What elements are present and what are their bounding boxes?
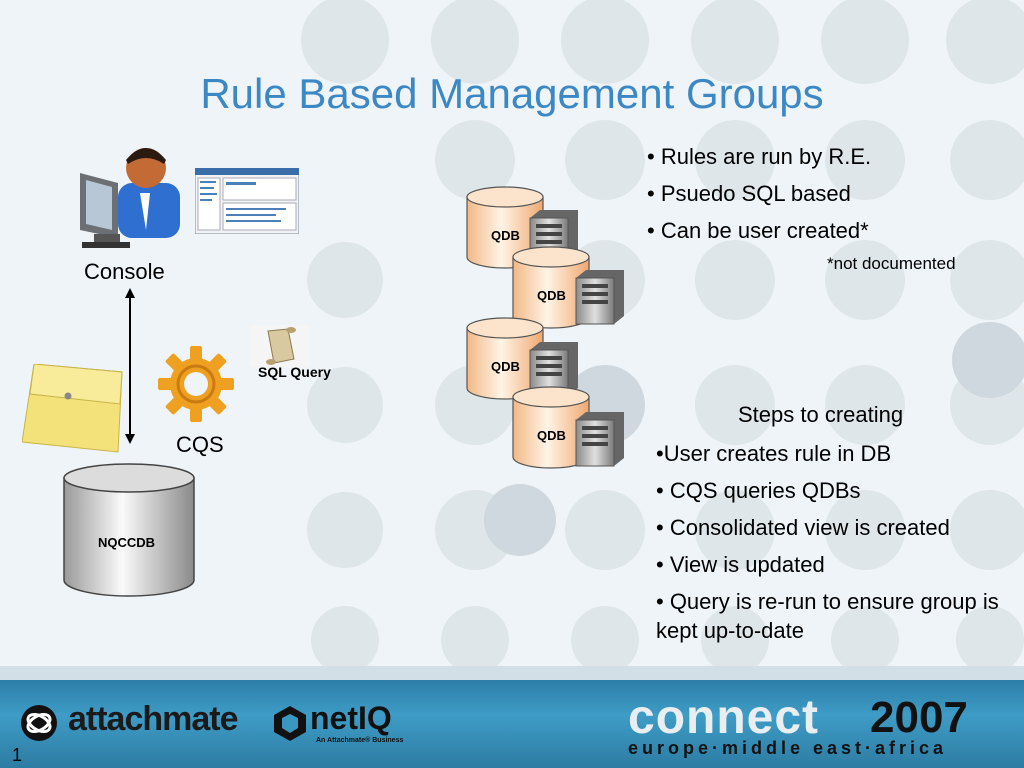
- nqccdb-database: [63, 463, 195, 597]
- cqs-label: CQS: [176, 432, 224, 457]
- connect-region: europe·middle east·africa: [628, 738, 948, 758]
- qdb-label-1: QDB: [491, 228, 520, 243]
- bullet-item: • Can be user created*: [647, 218, 869, 243]
- console-label: Console: [84, 259, 165, 284]
- step-item: •User creates rule in DB: [656, 441, 892, 466]
- connect-logo-text: connect: [628, 691, 820, 744]
- bullet-item: • Psuedo SQL based: [647, 181, 851, 206]
- steps-list: •User creates rule in DB • CQS queries Q…: [656, 439, 1016, 653]
- page-number: 1: [12, 745, 23, 765]
- gear-icon: [158, 346, 234, 422]
- attachmate-logo-text: attachmate: [68, 700, 239, 738]
- rules-bullets: • Rules are run by R.E. • Psuedo SQL bas…: [647, 144, 871, 255]
- step-item: • View is updated: [656, 552, 825, 577]
- footnote: *not documented: [827, 254, 956, 273]
- netiq-logo-icon: [274, 706, 306, 741]
- slide-title: Rule Based Management Groups: [200, 70, 824, 117]
- step-item: • Consolidated view is created: [656, 515, 950, 540]
- nqccdb-label: NQCCDB: [98, 535, 156, 550]
- qdb-label-2: QDB: [537, 288, 566, 303]
- step-item: • CQS queries QDBs: [656, 478, 861, 503]
- attachmate-logo-icon: [21, 705, 57, 741]
- steps-title: Steps to creating: [738, 402, 904, 427]
- qdb-label-3: QDB: [491, 359, 520, 374]
- sql-query-label: SQL Query: [258, 364, 331, 380]
- netiq-tagline: An Attachmate® Business: [316, 737, 404, 744]
- double-arrow: [125, 288, 135, 444]
- bullet-item: • Rules are run by R.E.: [647, 144, 872, 169]
- console-window-icon: [195, 168, 299, 234]
- footer-bar: [0, 680, 1024, 768]
- user-computer-icon: [80, 148, 180, 248]
- step-item: • Query is re-run to ensure group is kep…: [656, 589, 999, 643]
- scroll-icon: [250, 325, 310, 367]
- connect-year: 2007: [870, 693, 968, 742]
- qdb-label-4: QDB: [537, 428, 566, 443]
- folder-icon: [22, 364, 123, 453]
- background-dots: [301, 0, 1024, 674]
- netiq-logo-text: netIQ: [310, 700, 392, 736]
- footer-strip: [0, 666, 1024, 680]
